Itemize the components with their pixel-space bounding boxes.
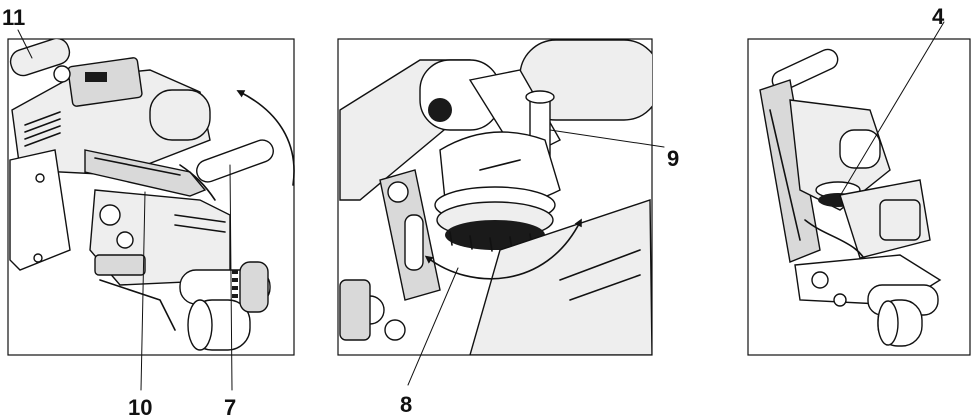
callout-7: 7 (224, 395, 236, 419)
drive-gear (232, 270, 238, 298)
vent-slots (24, 111, 61, 147)
leader-9 (549, 129, 665, 148)
leader-7 (229, 164, 233, 391)
leader-11 (17, 29, 33, 59)
callout-8: 8 (400, 392, 412, 417)
callout-9: 9 (667, 146, 679, 171)
panel-left-illustration (9, 39, 274, 351)
leader-8 (407, 267, 459, 386)
callout-11: 11 (2, 5, 25, 30)
panel-middle-illustration (339, 39, 652, 355)
panel-middle: 9 8 (337, 38, 679, 417)
panel-left: 11 10 7 (2, 5, 295, 419)
panel-right-illustration (759, 48, 942, 347)
rotation-arrow-lever (236, 90, 295, 186)
leader-10 (140, 191, 146, 391)
leader-4 (839, 21, 945, 197)
panel-right: 4 (747, 4, 971, 356)
callout-4: 4 (932, 4, 945, 29)
adjust-arrow-wheel (424, 218, 582, 280)
callout-10: 10 (128, 395, 152, 419)
